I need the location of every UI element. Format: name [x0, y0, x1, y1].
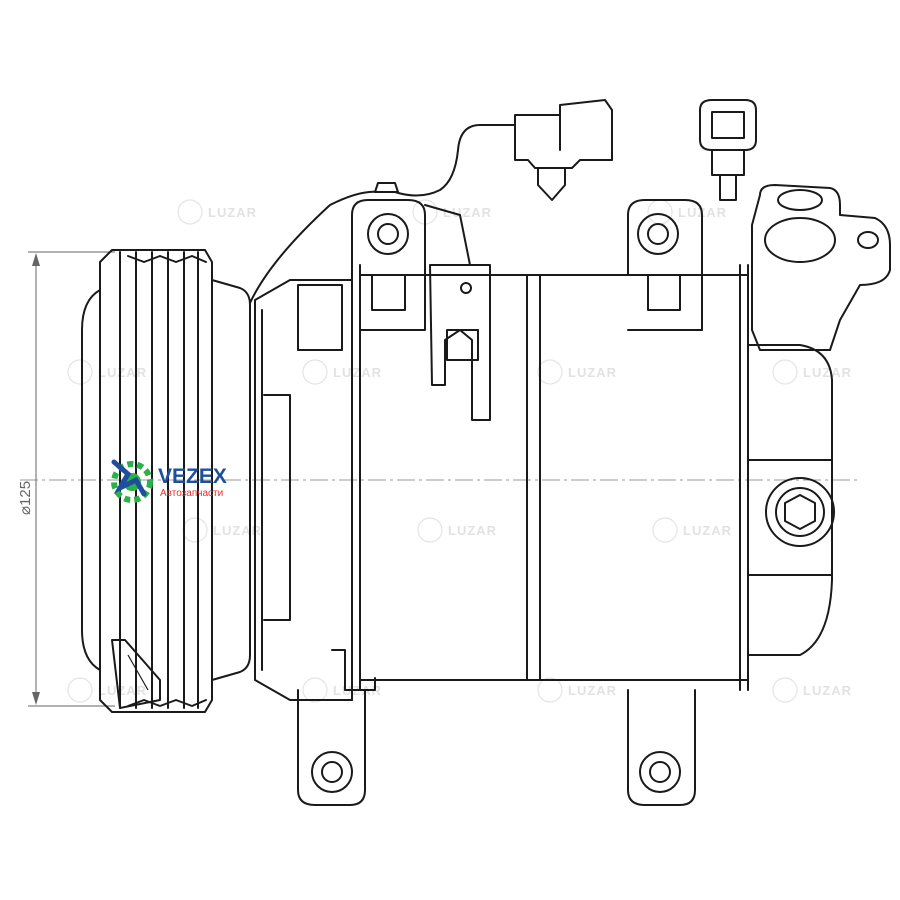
vezex-logo: VEZEX Автозапчасти [111, 459, 227, 503]
bottom-mount-right [627, 689, 696, 806]
svg-text:LUZAR: LUZAR [208, 205, 257, 220]
watermark-logo-6: LUZAR [537, 359, 617, 385]
watermark-logo-1: LUZAR [177, 199, 257, 225]
svg-text:LUZAR: LUZAR [333, 365, 382, 380]
top-mount-left [351, 199, 491, 421]
watermark-grid: LUZAR LUZAR LUZAR LUZAR LUZAR LUZAR LUZA… [67, 199, 852, 703]
svg-text:LUZAR: LUZAR [683, 523, 732, 538]
sensor-wiring [249, 99, 757, 304]
rear-port-block [751, 184, 891, 547]
svg-text:LUZAR: LUZAR [803, 683, 852, 698]
diameter-label: ⌀125 [17, 481, 34, 515]
compressor-body [254, 264, 833, 701]
watermark-logo-5: LUZAR [302, 359, 382, 385]
logo-name: VEZEX [158, 465, 227, 488]
watermark-logo-13: LUZAR [537, 677, 617, 703]
watermark-logo-14: LUZAR [772, 677, 852, 703]
svg-text:LUZAR: LUZAR [98, 683, 147, 698]
svg-text:LUZAR: LUZAR [568, 365, 617, 380]
svg-text:LUZAR: LUZAR [448, 523, 497, 538]
bottom-mount-left [297, 649, 376, 806]
svg-text:LUZAR: LUZAR [568, 683, 617, 698]
watermark-logo-9: LUZAR [417, 517, 497, 543]
watermark-logo-7: LUZAR [772, 359, 852, 385]
svg-text:LUZAR: LUZAR [803, 365, 852, 380]
watermark-logo-4: LUZAR [67, 359, 147, 385]
logo-subtitle: Автозапчасти [160, 488, 223, 499]
svg-text:LUZAR: LUZAR [443, 205, 492, 220]
top-mount-right [627, 199, 703, 331]
watermark-logo-3: LUZAR [647, 199, 726, 225]
gear-icon [111, 459, 153, 503]
watermark-logo-11: LUZAR [67, 677, 147, 703]
svg-text:LUZAR: LUZAR [98, 365, 147, 380]
watermark-logo-10: LUZAR [652, 517, 732, 543]
diameter-dimension: ⌀125 [17, 251, 115, 707]
